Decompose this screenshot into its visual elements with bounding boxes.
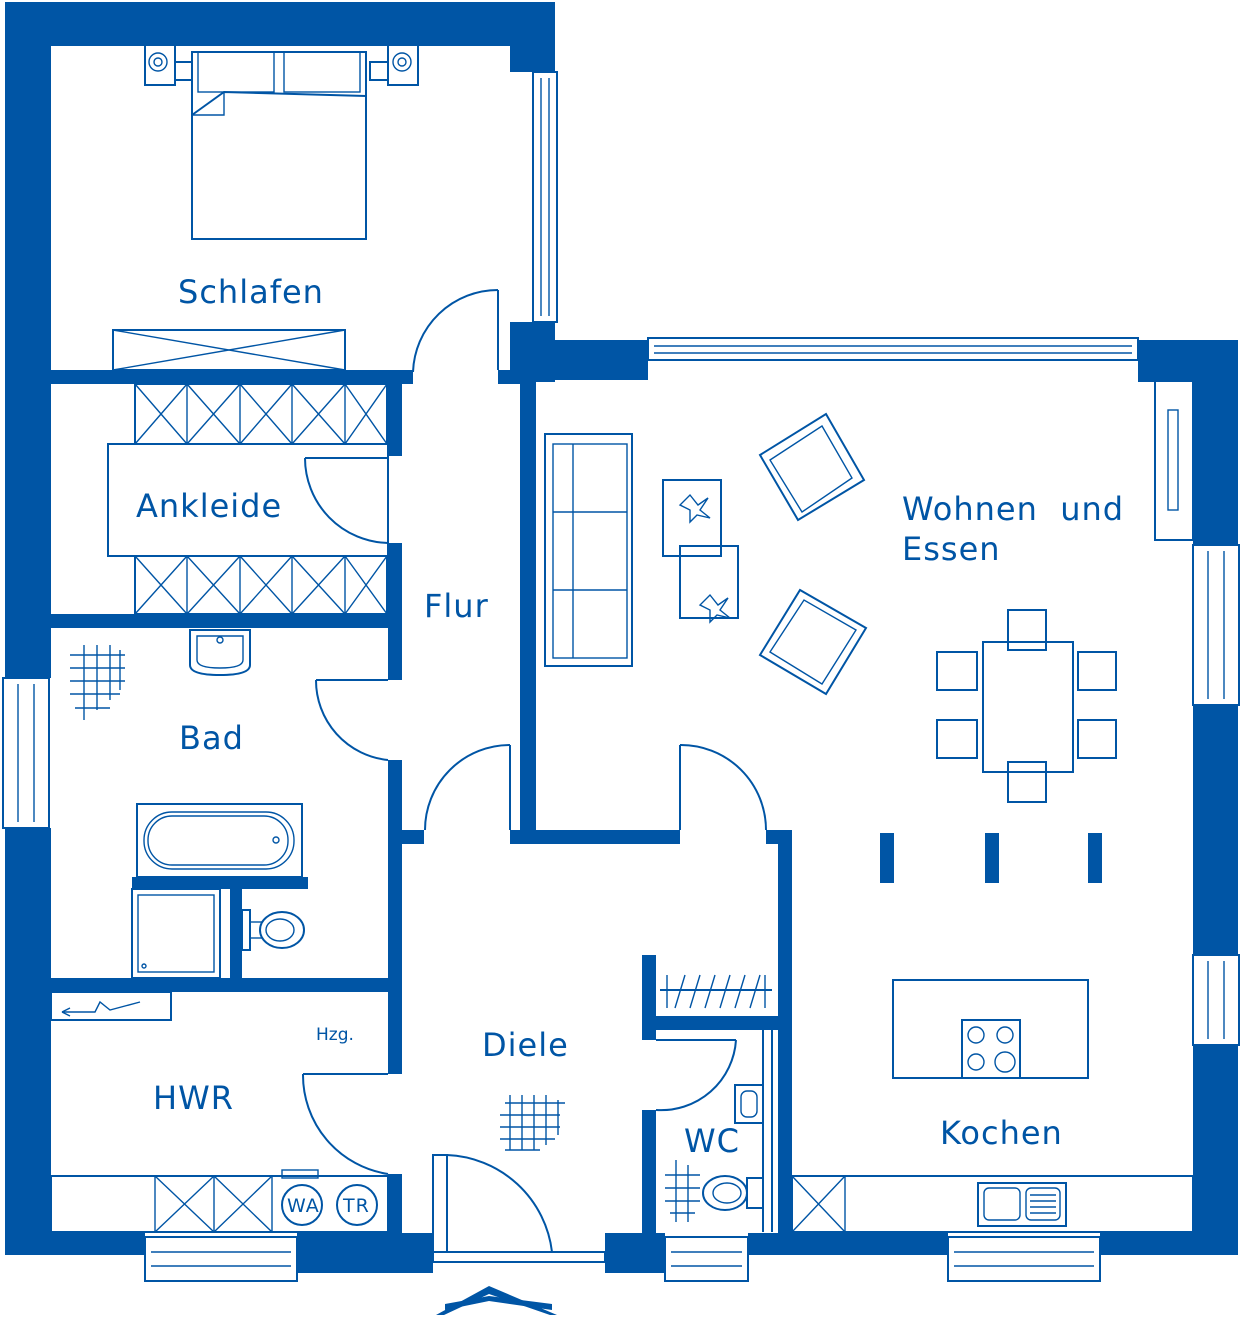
nightstand-right-icon — [369, 44, 419, 86]
washer-icon — [281, 1184, 323, 1226]
entrance-arrow-icon — [436, 1286, 557, 1315]
kitchen-island — [892, 979, 1089, 1079]
sink-wc-icon — [734, 1030, 773, 1232]
coffee-table-icon — [662, 479, 739, 624]
tile-grid-diele — [500, 1095, 565, 1151]
washer-label: WA — [287, 1195, 320, 1217]
room-label-wc: WC — [684, 1122, 740, 1160]
room-label-kochen: Kochen — [940, 1114, 1063, 1152]
toilet-wc-icon — [702, 1175, 764, 1211]
sink-bad-icon — [189, 629, 251, 677]
room-label-ankleide: Ankleide — [136, 487, 282, 525]
tile-grid-wc — [665, 1160, 700, 1222]
nightstand-left-icon — [144, 44, 193, 86]
walls — [5, 2, 1238, 1273]
cooktop-icon — [961, 1019, 1021, 1079]
room-label-hwr: HWR — [153, 1079, 234, 1117]
dryer-label: TR — [342, 1195, 370, 1217]
armchair-top-icon — [758, 412, 866, 522]
room-label-wohnen-line2: Essen — [902, 530, 1001, 568]
room-label-wohnen-line1: Wohnen und — [902, 490, 1124, 528]
windows — [2, 71, 1240, 1282]
sofa-icon — [544, 433, 633, 667]
doors — [301, 289, 767, 1253]
wardrobe-ankleide — [107, 383, 389, 615]
shower-icon — [131, 888, 221, 979]
kitchen-counter — [791, 1175, 1194, 1233]
dryer-icon — [336, 1184, 378, 1226]
tv-cabinet — [1154, 379, 1194, 541]
bed-icon — [191, 51, 367, 240]
coat-rack — [660, 974, 772, 1009]
bathtub-icon — [136, 803, 303, 878]
kitchen-sink-icon — [977, 1182, 1067, 1227]
room-label-flur: Flur — [424, 587, 489, 625]
room-label-bad: Bad — [179, 719, 244, 757]
armchair-bottom-icon — [758, 588, 868, 696]
wardrobe-schlafen — [112, 329, 346, 371]
room-label-schlafen: Schlafen — [178, 273, 324, 311]
hwr-cabinets — [50, 1169, 389, 1233]
room-label-diele: Diele — [482, 1026, 569, 1064]
tile-grid-bad — [70, 645, 125, 720]
dining-table-icon — [936, 609, 1117, 803]
heating-label: Hzg. — [316, 1025, 354, 1045]
toilet-bad-icon — [241, 909, 305, 951]
heating-panel — [50, 991, 172, 1021]
